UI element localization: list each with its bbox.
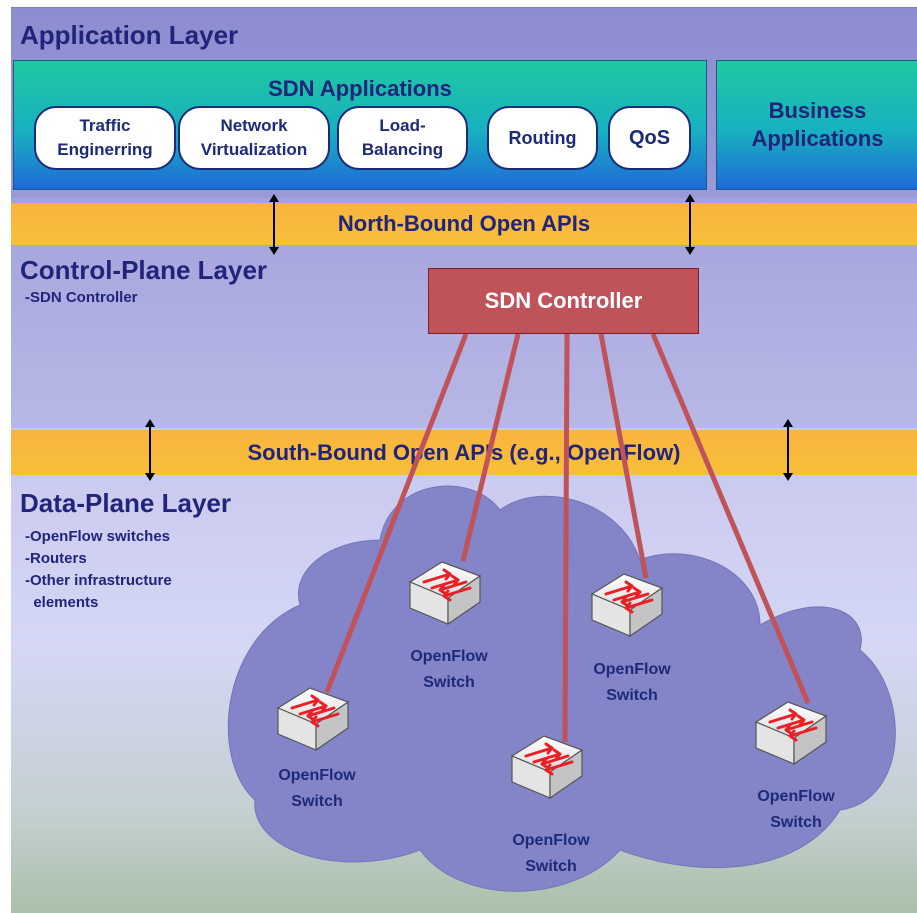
openflow-switch-4: OpenFlow Switch [590,572,671,704]
data-plane-layer-title: Data-Plane Layer [20,488,231,518]
openflow-switch-5: OpenFlow Switch [754,700,835,831]
south-bound-arrow-left [145,419,155,481]
south-bound-arrow-right [783,419,793,481]
data-plane-item: -Routers [25,550,87,567]
openflow-switch-2: OpenFlow Switch [408,560,488,691]
switch-label-line1: OpenFlow [410,648,488,665]
switch-label-line1: OpenFlow [757,788,835,805]
app-load-balancing: Load- Balancing [337,106,468,170]
north-bound-api-bar: North-Bound Open APIs [11,203,917,245]
north-bound-arrow-left [269,194,279,255]
app-traffic-engineering: Traffic Enginerring [34,106,176,170]
app-routing: Routing [487,106,598,170]
control-plane-items: -SDN Controller [25,287,138,309]
sdn-controller-box: SDN Controller [428,268,699,334]
data-plane-item: -Other infrastructure [25,572,172,589]
app-qos: QoS [608,106,691,170]
application-layer-title: Application Layer [20,20,239,50]
link-to-switch-3 [562,333,570,743]
link-to-switch-5 [650,333,811,704]
switch-label-line2: Switch [606,687,658,704]
app-network-virtualization: Network Virtualization [178,106,330,170]
switch-label-line2: Switch [525,858,577,875]
business-applications-box: Business Applications [716,60,917,190]
data-plane-items: -OpenFlow switches -Routers -Other infra… [25,526,172,614]
switch-label-line1: OpenFlow [593,661,671,678]
switch-label-line2: Switch [770,814,822,831]
openflow-switch-3: OpenFlow Switch [510,734,590,875]
sdn-applications-title: SDN Applications [268,76,452,101]
north-bound-arrow-right [685,194,695,255]
link-to-switch-2 [460,333,521,562]
data-plane-item: elements [25,594,99,611]
data-plane-item: -OpenFlow switches [25,528,171,545]
south-bound-api-bar: South-Bound Open APIs (e.g., OpenFlow) [11,430,917,475]
switch-label-line1: OpenFlow [512,832,590,849]
control-plane-layer-title: Control-Plane Layer [20,255,268,285]
business-applications-label: Business Applications [751,98,884,151]
link-to-switch-1 [324,333,469,693]
link-to-switch-4 [598,333,649,579]
switch-label-line2: Switch [291,793,343,810]
network-cloud [227,485,896,892]
controller-switch-links [324,333,811,743]
switch-label-line2: Switch [423,674,475,691]
control-plane-item: -SDN Controller [25,289,138,306]
switch-label-line1: OpenFlow [278,767,356,784]
openflow-switch-1: OpenFlow Switch [276,686,356,810]
sdn-applications-box: SDN Applications Traffic Enginerring Net… [13,60,707,190]
